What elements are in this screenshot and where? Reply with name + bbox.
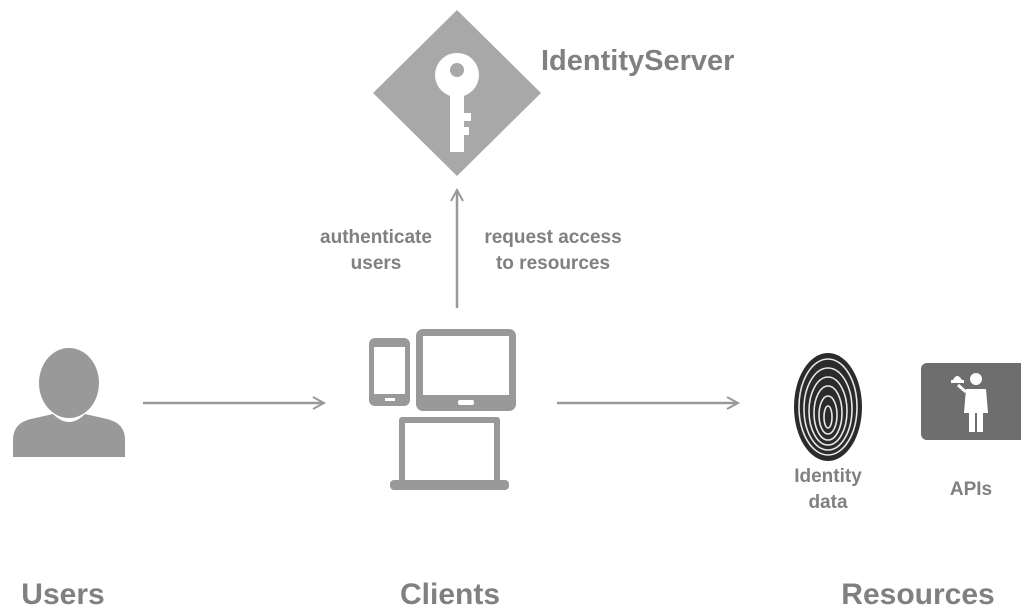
users-column-label: Users [21, 578, 105, 611]
api-icon [921, 363, 1021, 440]
identity-data-label: Identity data [768, 464, 888, 516]
phone-icon [369, 338, 410, 406]
user-icon [13, 348, 125, 457]
tablet-icon [416, 329, 516, 411]
clients-column-label: Clients [399, 578, 501, 611]
resources-column-label: Resources [841, 578, 995, 611]
identity-data-line-2: data [808, 492, 848, 513]
identity-server-logo [373, 10, 541, 176]
authenticate-line-2: users [350, 253, 402, 274]
key-icon [435, 53, 479, 152]
authenticate-users-label: authenticate users [296, 225, 456, 277]
apis-label: APIs [949, 479, 993, 500]
identity-server-title: IdentityServer [541, 45, 735, 77]
fingerprint-icon [794, 353, 862, 461]
authenticate-line-1: authenticate [320, 227, 432, 248]
request-line-2: to resources [495, 253, 611, 274]
identity-data-line-1: Identity [794, 466, 862, 487]
request-line-1: request access [484, 227, 622, 248]
waiter-icon [951, 373, 988, 432]
request-access-label: request access to resources [463, 225, 643, 277]
laptop-icon [390, 417, 509, 490]
